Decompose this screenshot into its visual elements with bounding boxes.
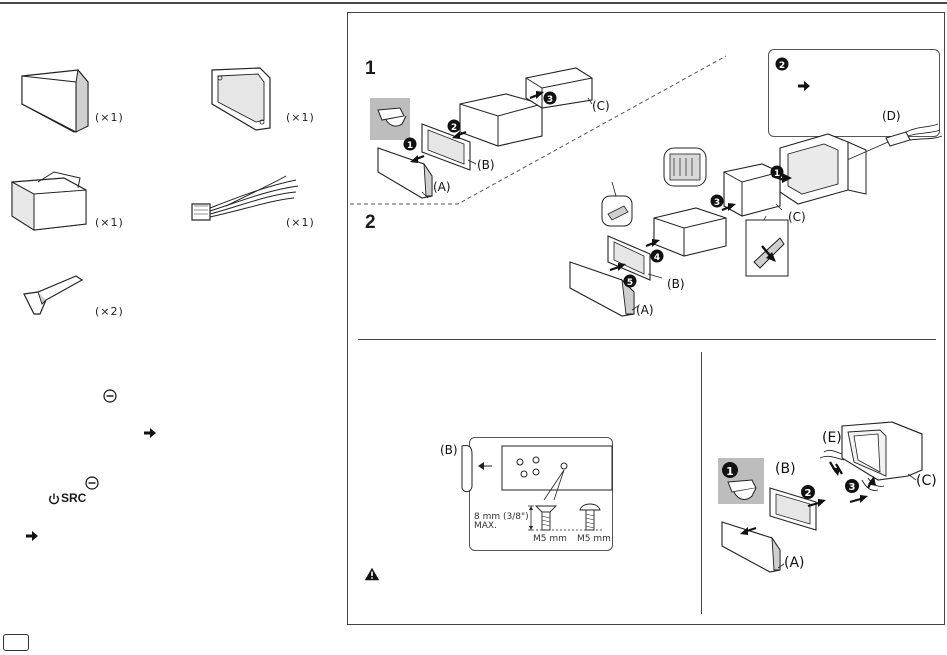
svg-text:1: 1 bbox=[774, 169, 780, 179]
removal-diagram: 1 2 3 bbox=[718, 421, 923, 573]
screw-size-round: M5 mm bbox=[577, 534, 611, 544]
label-c-step-1: (C) bbox=[592, 99, 610, 113]
note-number-2-icon: 2 bbox=[775, 57, 789, 71]
callout-label-d: (D) bbox=[882, 109, 901, 123]
arrow-right-icon-3 bbox=[798, 81, 810, 91]
label-a-removal: (A) bbox=[784, 555, 805, 571]
label-a-step-2: (A) bbox=[636, 303, 654, 317]
label-a-step-1: (A) bbox=[433, 180, 451, 194]
sleeve-quantity: (×1) bbox=[95, 216, 124, 229]
page-number-box bbox=[3, 634, 29, 651]
label-b-step-2: (B) bbox=[667, 277, 685, 291]
src-button-label: SRC bbox=[61, 491, 87, 505]
harness-note-box bbox=[768, 49, 940, 137]
faceplate-illustration bbox=[21, 68, 89, 133]
svg-text:4: 4 bbox=[654, 253, 660, 263]
svg-text:2: 2 bbox=[451, 123, 457, 133]
frame-divider-horizontal bbox=[358, 339, 936, 340]
svg-text:1: 1 bbox=[726, 465, 734, 478]
label-e-removal: (E) bbox=[822, 430, 842, 446]
step-2-assembly-diagram: 1 3 4 5 bbox=[569, 123, 943, 317]
label-c-removal: (C) bbox=[916, 473, 937, 489]
mounting-sleeve-illustration bbox=[11, 171, 87, 231]
screw-length-value: 8 mm (3/8") bbox=[474, 512, 529, 522]
installation-frame bbox=[347, 12, 945, 625]
screw-length-max: MAX. bbox=[474, 521, 497, 531]
label-c-step-2: (C) bbox=[788, 210, 806, 224]
svg-text:5: 5 bbox=[627, 278, 633, 288]
arrow-right-icon-2 bbox=[26, 531, 38, 541]
header-rule bbox=[0, 2, 947, 4]
trim-plate-quantity: (×1) bbox=[286, 111, 315, 124]
minus-circle-icon bbox=[103, 389, 117, 403]
step-2-number: 2 bbox=[365, 212, 376, 233]
harness-quantity: (×1) bbox=[286, 216, 315, 229]
label-b-removal: (B) bbox=[775, 461, 796, 477]
step-1-number: 1 bbox=[365, 58, 376, 79]
bracket-mounting-illustration bbox=[461, 445, 613, 531]
warning-icon bbox=[364, 567, 380, 581]
svg-text:3: 3 bbox=[547, 95, 553, 105]
step-1-assembly-diagram: 1 2 3 bbox=[370, 67, 593, 199]
trim-plate-illustration bbox=[211, 67, 271, 131]
svg-text:2: 2 bbox=[805, 488, 812, 499]
label-b-bracket: (B) bbox=[440, 443, 458, 457]
wiring-harness-illustration bbox=[191, 175, 299, 221]
svg-text:3: 3 bbox=[849, 482, 856, 493]
power-icon bbox=[49, 493, 59, 505]
step-divider-dashed bbox=[350, 55, 727, 205]
faceplate-quantity: (×1) bbox=[95, 111, 124, 124]
screw-size-flat: M5 mm bbox=[533, 534, 567, 544]
svg-text:3: 3 bbox=[714, 198, 720, 208]
extraction-key-quantity: (×2) bbox=[95, 305, 124, 318]
extraction-key-illustration bbox=[23, 275, 84, 315]
svg-text:2: 2 bbox=[779, 61, 785, 71]
minus-circle-icon-2 bbox=[85, 476, 99, 490]
arrow-right-icon bbox=[144, 428, 156, 438]
svg-text:1: 1 bbox=[407, 141, 413, 151]
frame-divider-vertical bbox=[701, 352, 702, 614]
label-b-step-1: (B) bbox=[477, 158, 495, 172]
